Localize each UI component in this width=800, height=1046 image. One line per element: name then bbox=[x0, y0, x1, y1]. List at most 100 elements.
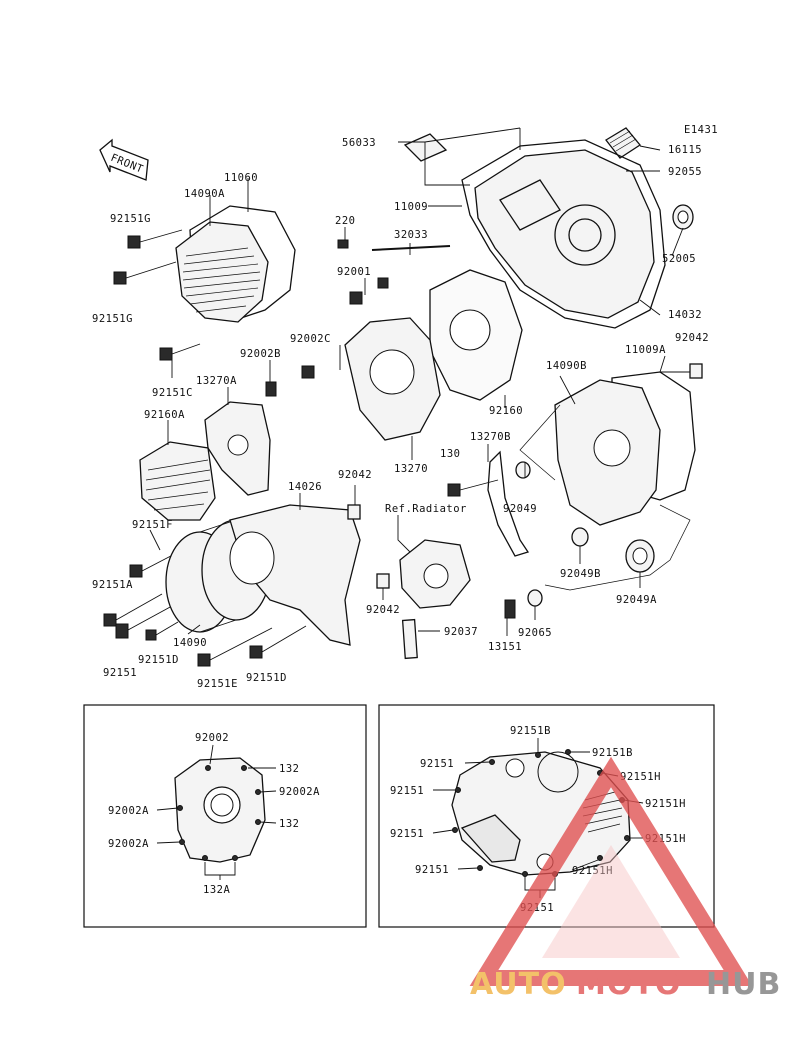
inset-label-92151H-4: 92151H bbox=[572, 865, 613, 877]
label-92065: 92065 bbox=[518, 627, 552, 639]
watermark-triangle bbox=[469, 756, 753, 986]
bolt-220 bbox=[337, 239, 349, 249]
label-92151G-top: 92151G bbox=[110, 213, 151, 225]
label-14090B: 14090B bbox=[546, 360, 587, 372]
label-14032: 14032 bbox=[668, 309, 702, 321]
inset-label-92151-2: 92151 bbox=[390, 785, 424, 797]
collar-92042-top bbox=[689, 363, 703, 379]
inset-label-92002A-r: 92002A bbox=[279, 786, 320, 798]
bolt-92151C bbox=[159, 343, 201, 361]
inset-label-92002A-l2: 92002A bbox=[108, 838, 149, 850]
inset-left-frame bbox=[83, 704, 367, 928]
plate-13270B bbox=[487, 450, 530, 557]
bolt-92151G-bot bbox=[113, 261, 177, 285]
label-92042-low: 92042 bbox=[366, 604, 400, 616]
label-11060: 11060 bbox=[224, 172, 258, 184]
label-14090A: 14090A bbox=[184, 188, 225, 200]
label-220: 220 bbox=[335, 215, 355, 227]
label-52005: 52005 bbox=[662, 253, 696, 265]
label-92151E: 92151E bbox=[197, 678, 238, 690]
label-92151A: 92151A bbox=[92, 579, 133, 591]
label-92151C: 92151C bbox=[152, 387, 193, 399]
label-13270: 13270 bbox=[394, 463, 428, 475]
label-14090: 14090 bbox=[173, 637, 207, 649]
seal-92049B bbox=[571, 527, 589, 547]
bolt-92151D-a bbox=[145, 621, 179, 641]
label-92002B: 92002B bbox=[240, 348, 281, 360]
label-56033: 56033 bbox=[342, 137, 376, 149]
label-ref-radiator: Ref.Radiator bbox=[385, 503, 467, 515]
inset-label-92151-4: 92151 bbox=[415, 864, 449, 876]
label-92042-mid: 92042 bbox=[338, 469, 372, 481]
seal-92065 bbox=[527, 589, 543, 607]
bolt-92151G-top bbox=[127, 229, 183, 249]
label-13270A: 13270A bbox=[196, 375, 237, 387]
label-92001: 92001 bbox=[337, 266, 371, 278]
label-130: 130 bbox=[440, 448, 460, 460]
watermark-moto: MOTO bbox=[576, 967, 681, 1002]
label-92049: 92049 bbox=[503, 503, 537, 515]
label-92049A: 92049A bbox=[616, 594, 657, 606]
label-11009A: 11009A bbox=[625, 344, 666, 356]
diagram-code: E1431 bbox=[684, 124, 718, 136]
label-92151: 92151 bbox=[103, 667, 137, 679]
label-92151F: 92151F bbox=[132, 519, 173, 531]
label-11009: 11009 bbox=[394, 201, 428, 213]
part-labels: 56033 16115 92055 11060 14090A 92151G 92… bbox=[92, 137, 709, 690]
label-plate-56033 bbox=[403, 133, 448, 162]
label-92049B: 92049B bbox=[560, 568, 601, 580]
label-16115: 16115 bbox=[668, 144, 702, 156]
gasket-92160A bbox=[139, 441, 216, 521]
inset-label-92151-1: 92151 bbox=[420, 758, 454, 770]
label-92042-top: 92042 bbox=[675, 332, 709, 344]
inset-label-92002A-l1: 92002A bbox=[108, 805, 149, 817]
inset-right: 92151B 92151B 92151 92151H 92151 92151H … bbox=[378, 704, 715, 928]
gasket-11009 bbox=[461, 139, 666, 329]
collar-92042-mid bbox=[347, 504, 361, 520]
inset-label-132-b: 132 bbox=[279, 818, 299, 830]
label-92055: 92055 bbox=[668, 166, 702, 178]
label-92002C: 92002C bbox=[290, 333, 331, 345]
bolt-92151D-b bbox=[249, 625, 307, 659]
inset-label-92151-3: 92151 bbox=[390, 828, 424, 840]
inset-label-92151H-2: 92151H bbox=[645, 798, 686, 810]
inset-label-92151B-a: 92151B bbox=[510, 725, 551, 737]
cover-fins bbox=[182, 247, 261, 313]
inset-label-132-a: 132 bbox=[279, 763, 299, 775]
label-92151D-b: 92151D bbox=[246, 672, 287, 684]
water-pump bbox=[399, 539, 471, 609]
inset-label-132A: 132A bbox=[203, 884, 230, 896]
inset-left: 92002 132 92002A 132 92002A 92002A 132A bbox=[83, 704, 367, 928]
label-92037: 92037 bbox=[444, 626, 478, 638]
filter-16115 bbox=[605, 127, 641, 159]
clamp-92037 bbox=[401, 618, 418, 660]
bolt-92002B bbox=[265, 381, 277, 397]
label-32033: 32033 bbox=[394, 229, 428, 241]
bolt-92151 bbox=[115, 605, 173, 639]
label-13151: 13151 bbox=[488, 641, 522, 653]
inset-right-frame bbox=[378, 704, 715, 928]
inset-label-92002: 92002 bbox=[195, 732, 229, 744]
label-92151G-bot: 92151G bbox=[92, 313, 133, 325]
watermark: AUTO MOTO HUB bbox=[469, 756, 781, 1002]
watermark-hub: HUB bbox=[706, 967, 781, 1002]
label-13270B: 13270B bbox=[470, 431, 511, 443]
label-14026: 14026 bbox=[288, 481, 322, 493]
bolt-92151A bbox=[103, 593, 163, 627]
inset-label-92151H-1: 92151H bbox=[620, 771, 661, 783]
collar-92042-low bbox=[376, 573, 390, 589]
bolt-92001 bbox=[349, 277, 389, 305]
pin-13151 bbox=[504, 599, 516, 619]
seal-92049 bbox=[515, 461, 531, 479]
bolt-130 bbox=[447, 479, 499, 497]
rod-32033 bbox=[371, 245, 451, 251]
bolt-92151E bbox=[197, 627, 273, 667]
bolt-92002C bbox=[301, 365, 315, 379]
inset-label-92151B-b: 92151B bbox=[592, 747, 633, 759]
label-92151D-a: 92151D bbox=[138, 654, 179, 666]
watermark-auto: AUTO bbox=[470, 967, 567, 1002]
label-92160: 92160 bbox=[489, 405, 523, 417]
leader-lines bbox=[149, 127, 691, 636]
generator-cover-14090A bbox=[175, 221, 269, 323]
